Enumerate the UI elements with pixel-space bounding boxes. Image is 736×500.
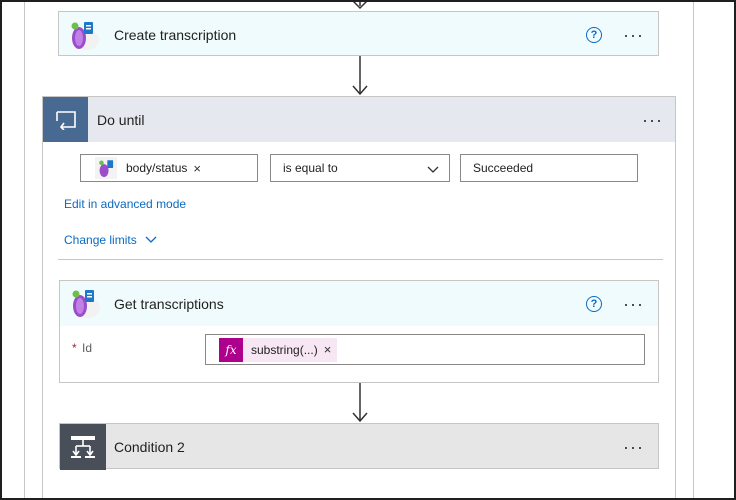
condition-icon <box>60 424 106 470</box>
more-options-icon[interactable]: ··· <box>623 293 644 314</box>
section-divider <box>58 259 663 260</box>
condition-value: Succeeded <box>473 161 534 175</box>
get-transcriptions-header[interactable]: Get transcriptions ? ··· <box>60 281 658 326</box>
do-until-header[interactable]: Do until ··· <box>43 97 675 142</box>
more-options-icon[interactable]: ··· <box>623 437 644 457</box>
remove-token-icon[interactable]: × <box>323 342 332 357</box>
connector-arrow-2 <box>352 383 368 423</box>
card-title: Do until <box>97 111 145 128</box>
remove-token-icon[interactable]: × <box>193 160 201 176</box>
change-limits-label: Change limits <box>64 233 137 247</box>
expression-token-label: substring(...) <box>251 342 318 357</box>
card-title: Condition 2 <box>114 439 185 455</box>
outer-scope-container <box>24 0 694 500</box>
edit-advanced-mode-link[interactable]: Edit in advanced mode <box>64 197 187 211</box>
chevron-down-icon <box>145 236 157 244</box>
fx-icon: fx <box>219 337 243 362</box>
operator-dropdown[interactable]: is equal to <box>270 154 450 182</box>
help-icon[interactable]: ? <box>586 26 602 43</box>
id-input[interactable]: fx substring(...) × <box>205 334 645 365</box>
speech-service-icon <box>65 18 99 52</box>
condition-left-field[interactable]: body/status × <box>80 154 258 182</box>
condition-right-input[interactable]: Succeeded <box>460 154 638 182</box>
id-label-text: Id <box>82 341 93 355</box>
id-field-label: * Id <box>72 341 92 355</box>
more-options-icon[interactable]: ··· <box>642 109 663 130</box>
get-transcriptions-card: Get transcriptions ? ··· * Id fx substri… <box>59 280 659 383</box>
speech-service-icon <box>95 157 117 179</box>
more-options-icon[interactable]: ··· <box>623 24 644 45</box>
chevron-down-icon <box>427 163 439 177</box>
change-limits-link[interactable]: Change limits <box>64 233 157 247</box>
condition-2-card[interactable]: Condition 2 ··· <box>59 423 659 470</box>
expression-token[interactable]: fx substring(...) × <box>219 337 338 362</box>
required-marker: * <box>72 341 77 355</box>
card-title: Create transcription <box>114 26 237 43</box>
loop-icon <box>43 97 88 142</box>
help-icon[interactable]: ? <box>586 295 602 312</box>
connector-arrow-top <box>352 0 368 10</box>
create-transcription-card[interactable]: Create transcription ? ··· <box>58 11 659 56</box>
operator-value: is equal to <box>283 161 338 175</box>
connector-arrow-1 <box>352 56 368 96</box>
card-title: Get transcriptions <box>114 295 224 312</box>
speech-service-icon <box>66 286 100 320</box>
dynamic-token-label: body/status <box>126 161 188 175</box>
